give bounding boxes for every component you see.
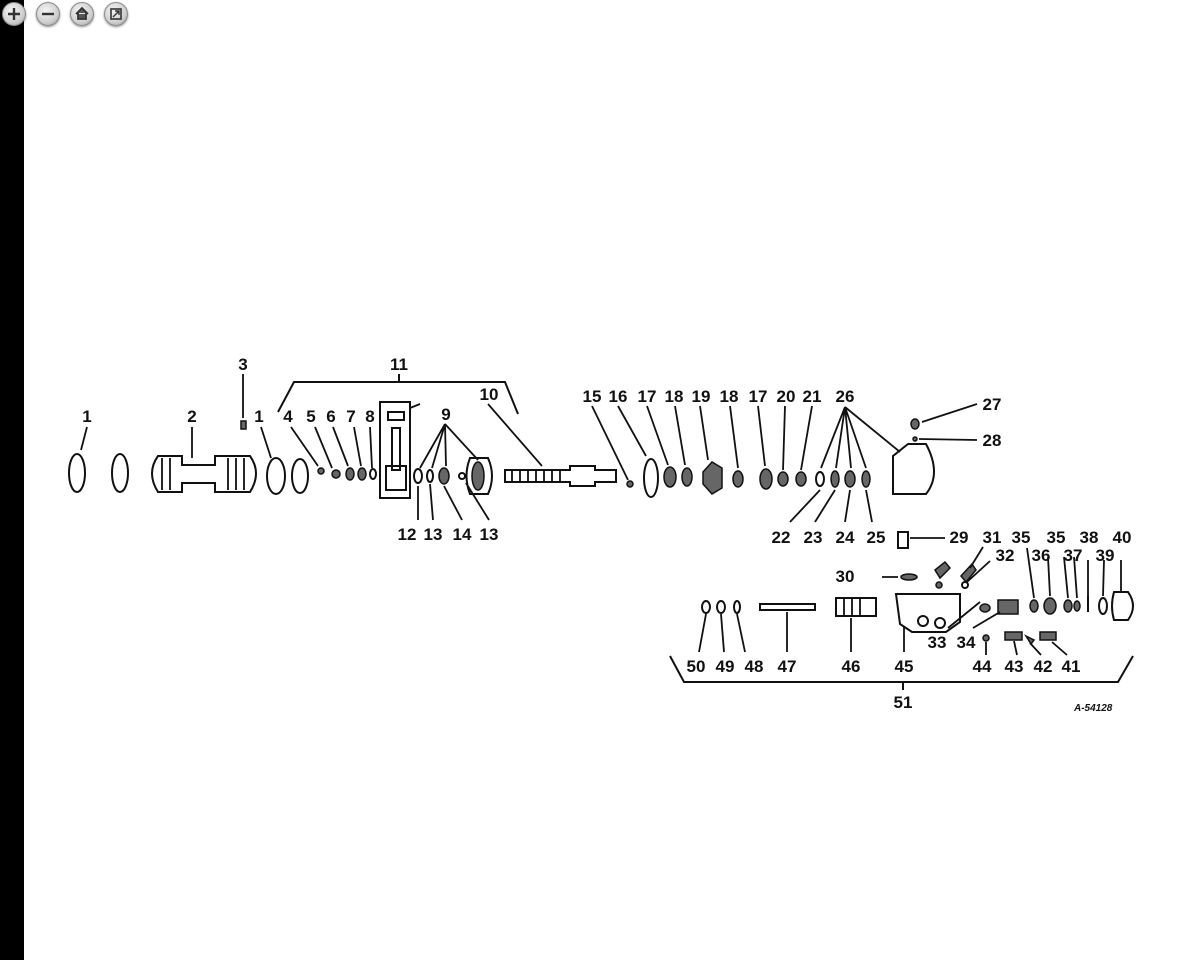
callout-label: 22 (772, 528, 791, 547)
callout-label: 26 (836, 387, 855, 406)
callout-label: 34 (957, 633, 976, 652)
leader-lines (80, 374, 1122, 656)
callout-label: 9 (441, 405, 450, 424)
callout-label: 48 (745, 657, 764, 676)
callout-label: 29 (950, 528, 969, 547)
callout-label: 28 (983, 431, 1002, 450)
callout-label: 41 (1062, 657, 1081, 676)
callout-label: 2 (187, 407, 196, 426)
callout-label: 49 (716, 657, 735, 676)
callout-label: 50 (687, 657, 706, 676)
callout-label: 13 (424, 525, 443, 544)
callout-label: 46 (842, 657, 861, 676)
callout-label: 25 (867, 528, 886, 547)
callout-label: 42 (1034, 657, 1053, 676)
callout-label: 1 (254, 407, 263, 426)
figure-code: A-54128 (1073, 703, 1113, 714)
callout-label: 19 (692, 387, 711, 406)
home-icon (71, 3, 93, 25)
callout-label: 10 (480, 385, 499, 404)
callout-label: 27 (983, 395, 1002, 414)
callout-label: 44 (973, 657, 992, 676)
callout-label: 30 (836, 567, 855, 586)
callout-label: 38 (1080, 528, 1099, 547)
callout-label: 32 (996, 546, 1015, 565)
callout-label: 43 (1005, 657, 1024, 676)
viewer-toolbar (2, 2, 128, 26)
callout-label: 13 (480, 525, 499, 544)
fit-screen-button[interactable] (104, 2, 128, 26)
callout-label: 36 (1032, 546, 1051, 565)
callout-label: 31 (983, 528, 1002, 547)
callout-label: 24 (836, 528, 855, 547)
callout-label: 7 (346, 407, 355, 426)
zoom-out-button[interactable] (36, 2, 60, 26)
callout-label: 3 (238, 355, 247, 374)
assembly-brackets (277, 374, 1134, 690)
callout-label: 17 (638, 387, 657, 406)
callout-label: 17 (749, 387, 768, 406)
callout-label: 15 (583, 387, 602, 406)
callout-label: 4 (283, 407, 293, 426)
callout-label: 37 (1064, 546, 1083, 565)
callout-label: 20 (777, 387, 796, 406)
callout-label: 5 (306, 407, 315, 426)
callout-labels: 1 2 3 1 4 5 6 7 8 9 10 11 12 13 14 13 15… (82, 355, 1131, 714)
left-edge-bar (0, 0, 24, 960)
callout-label: 11 (390, 355, 408, 374)
callout-label: 21 (803, 387, 822, 406)
home-button[interactable] (70, 2, 94, 26)
callout-label: 12 (398, 525, 417, 544)
callout-label: 1 (82, 407, 91, 426)
minus-icon (37, 3, 59, 25)
fit-screen-icon (105, 3, 127, 25)
callout-label: 35 (1047, 528, 1066, 547)
callout-label: 18 (665, 387, 684, 406)
callout-label: 14 (453, 525, 472, 544)
callout-label: 40 (1113, 528, 1132, 547)
plus-icon (3, 3, 25, 25)
callout-label: 33 (928, 633, 947, 652)
callout-label: 45 (895, 657, 914, 676)
callout-label: 18 (720, 387, 739, 406)
callout-label: 6 (326, 407, 335, 426)
parts-top-row (68, 401, 935, 499)
callout-label: 8 (365, 407, 374, 426)
callout-label: 47 (778, 657, 797, 676)
parts-bottom-row (701, 531, 1134, 646)
callout-label: 39 (1096, 546, 1115, 565)
callout-label: 23 (804, 528, 823, 547)
callout-label: 51 (894, 693, 913, 712)
callout-label: 35 (1012, 528, 1031, 547)
zoom-in-button[interactable] (2, 2, 26, 26)
callout-label: 16 (609, 387, 628, 406)
